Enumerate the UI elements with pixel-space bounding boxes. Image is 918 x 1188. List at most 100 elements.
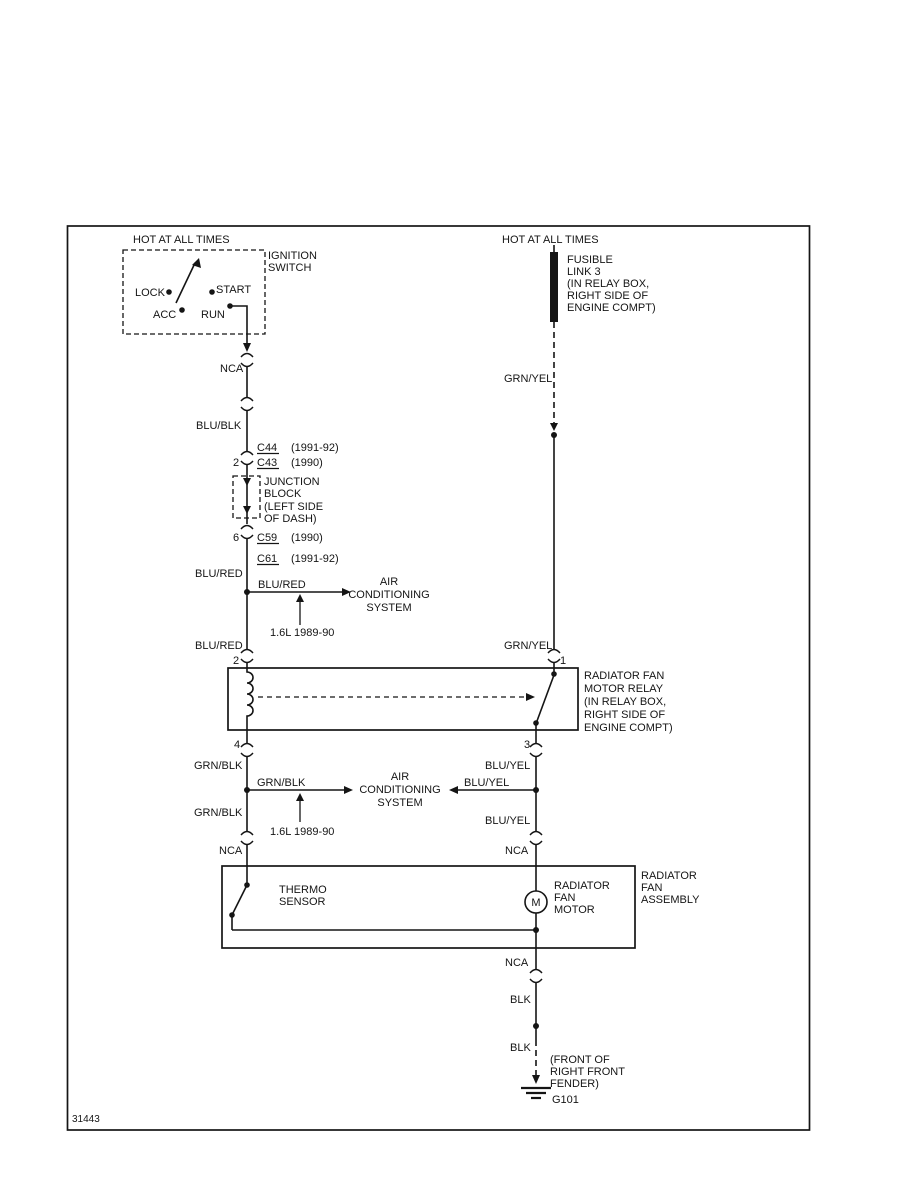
fan-assembly-label: RADIATOR	[641, 870, 697, 882]
fan-motor-label: FAN	[554, 892, 575, 904]
pin-number: 3	[524, 739, 530, 751]
ac-system-label: CONDITIONING	[348, 589, 429, 601]
acc-position-label: ACC	[153, 309, 176, 321]
wire-color-label: NCA	[505, 957, 529, 969]
figure-number: 31443	[72, 1114, 100, 1125]
wire-color-label: BLU/RED	[195, 640, 243, 652]
pin-number: 1	[560, 655, 566, 667]
pin-number: 4	[234, 739, 240, 751]
ac-branch-upper: BLU/RED AIR CONDITIONING SYSTEM 1.6L 198…	[247, 576, 430, 639]
ground-location-label: (FRONT OF	[550, 1054, 610, 1066]
wire-color-label: GRN/BLK	[194, 807, 243, 819]
relay-label: MOTOR RELAY	[584, 683, 664, 695]
connector-code: C44	[257, 442, 277, 454]
left-arrowhead-icon	[449, 786, 458, 794]
wire-color-label: BLU/YEL	[485, 760, 530, 772]
wire-color-label: GRN/YEL	[504, 373, 552, 385]
fusible-link-bar	[550, 252, 558, 322]
ignition-switch: HOT AT ALL TIMES IGNITION SWITCH LOCK AC…	[122, 234, 317, 352]
wire-color-label: GRN/BLK	[194, 760, 243, 772]
relay-contact-dot	[533, 720, 539, 726]
down-arrowhead-icon	[243, 506, 251, 514]
connector-code: C43	[257, 457, 277, 469]
down-arrowhead-icon	[550, 423, 558, 431]
connector-note: (1990)	[291, 532, 323, 544]
up-arrowhead-icon	[296, 793, 304, 801]
branch-wire-label: BLU/YEL	[464, 777, 509, 789]
junction-block-label: JUNCTION	[264, 476, 320, 488]
inline-connector-icon	[240, 396, 254, 402]
down-arrowhead-icon	[243, 343, 251, 352]
fan-assembly-label: FAN	[641, 882, 662, 894]
up-arrowhead-icon	[296, 594, 304, 602]
ac-system-label: SYSTEM	[377, 797, 422, 809]
ac-system-label: CONDITIONING	[359, 784, 440, 796]
junction-block: JUNCTION BLOCK (LEFT SIDE OF DASH)	[232, 475, 323, 525]
radiator-fan-assembly: THERMO SENSOR M RADIATOR FAN MOTOR RADIA…	[221, 865, 700, 949]
relay-label: (IN RELAY BOX,	[584, 696, 666, 708]
inline-connector-icon	[240, 830, 254, 836]
left-wire: NCA BLU/BLK C44 (1991-92) 2 C43 (1990) 6…	[194, 352, 339, 866]
ac-branch-lower: GRN/BLK BLU/YEL AIR CONDITIONING SYSTEM …	[247, 771, 536, 838]
inline-connector-icon	[240, 406, 254, 412]
fusible-link-label: LINK 3	[567, 266, 601, 278]
fan-motor-label: MOTOR	[554, 904, 595, 916]
engine-note: 1.6L 1989-90	[270, 627, 334, 639]
fusible-link-label: ENGINE COMPT)	[567, 302, 656, 314]
thermo-sensor-label: SENSOR	[279, 896, 326, 908]
hot-at-all-times-left-label: HOT AT ALL TIMES	[133, 234, 230, 246]
junction-block-label: (LEFT SIDE	[264, 501, 323, 513]
relay-switch-arm	[536, 674, 555, 722]
pin-number: 6	[233, 532, 239, 544]
relay-label: RADIATOR FAN	[584, 670, 664, 682]
fusible-link-label: (IN RELAY BOX,	[567, 278, 649, 290]
fan-motor-label: RADIATOR	[554, 880, 610, 892]
wire-color-label: GRN/YEL	[504, 640, 552, 652]
right-arrowhead-icon	[526, 693, 535, 701]
connector-note: (1990)	[291, 457, 323, 469]
wire-color-label: BLK	[510, 1042, 531, 1054]
lock-contact-dot	[166, 289, 172, 295]
ignition-switch-box	[122, 249, 266, 335]
junction-block-label: BLOCK	[264, 488, 302, 500]
fusible-link-label: FUSIBLE	[567, 254, 613, 266]
pin-number: 2	[233, 655, 239, 667]
inline-connector-icon	[240, 460, 254, 466]
branch-wire-label: BLU/RED	[258, 579, 306, 591]
inline-connector-icon	[240, 352, 254, 358]
diagram-border	[66, 225, 811, 1131]
ac-system-label: SYSTEM	[366, 602, 411, 614]
inline-connector-icon	[240, 752, 254, 758]
start-contact-dot	[209, 289, 215, 295]
thermo-sensor-label: THERMO	[279, 884, 327, 896]
wire-color-label: NCA	[505, 845, 529, 857]
down-arrowhead-icon	[243, 478, 251, 486]
wire-color-label: BLU/RED	[195, 568, 243, 580]
inline-connector-icon	[240, 524, 254, 530]
inline-connector-icon	[240, 840, 254, 846]
junction-dot	[533, 1023, 539, 1029]
inline-connector-icon	[240, 648, 254, 654]
relay-label: RIGHT SIDE OF	[584, 709, 665, 721]
ground-location-label: FENDER)	[550, 1078, 599, 1090]
engine-note: 1.6L 1989-90	[270, 826, 334, 838]
hot-at-all-times-right-label: HOT AT ALL TIMES	[502, 234, 599, 246]
ground-id-label: G101	[552, 1094, 579, 1106]
inline-connector-icon	[529, 830, 543, 836]
thermo-sensor-switch-arm	[232, 886, 247, 914]
connector-code: C59	[257, 532, 277, 544]
pin-number: 2	[233, 457, 239, 469]
inline-connector-icon	[529, 840, 543, 846]
inline-connector-icon	[547, 658, 561, 664]
inline-connector-icon	[529, 742, 543, 748]
connector-note: (1991-92)	[291, 442, 339, 454]
sensor-contact-dot	[229, 912, 235, 918]
switch-arm	[175, 262, 196, 304]
inline-connector-icon	[240, 658, 254, 664]
start-position-label: START	[216, 284, 251, 296]
fan-assembly-box	[221, 865, 636, 949]
ground-g101: G101 (FRONT OF RIGHT FRONT FENDER)	[521, 1054, 625, 1106]
relay-label: ENGINE COMPT)	[584, 722, 673, 734]
wire-color-label: BLU/YEL	[485, 815, 530, 827]
